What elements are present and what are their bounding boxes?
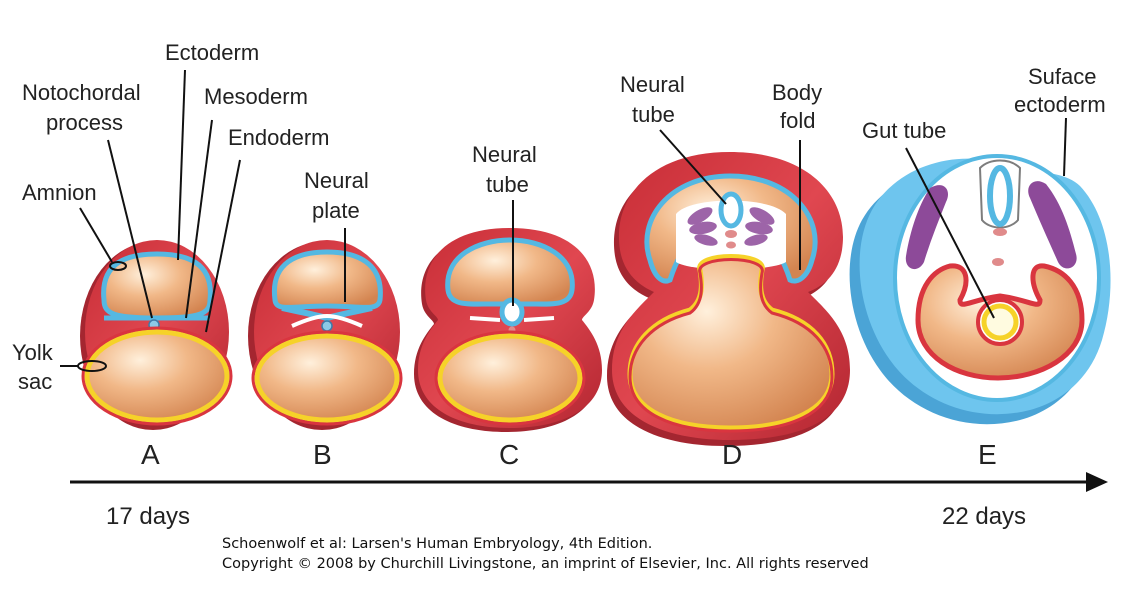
label-surface-ectoderm-line1: Suface	[1028, 64, 1097, 89]
label-yolk-line1: Yolk	[12, 340, 54, 365]
timeline-start-label: 17 days	[106, 503, 190, 530]
label-body-fold-line1: Body	[772, 80, 822, 105]
label-neural-tube-c-line1: Neural	[472, 142, 537, 167]
label-neural-tube-d-line1: Neural	[620, 72, 685, 97]
leader-lines	[60, 69, 1067, 372]
credit-line-1: Schoenwolf et al: Larsen's Human Embryol…	[222, 536, 652, 552]
stage-e-embryo	[849, 154, 1111, 425]
stage-letter-b: B	[313, 439, 332, 470]
label-yolk-line2: sac	[18, 369, 52, 394]
stage-a-embryo	[80, 240, 233, 430]
label-body-fold-line2: fold	[780, 108, 815, 133]
label-gut-tube: Gut tube	[862, 118, 946, 143]
timeline-arrowhead	[1086, 472, 1108, 492]
label-notochordal-line1: Notochordal	[22, 80, 141, 105]
label-ectoderm: Ectoderm	[165, 40, 259, 65]
label-surface-ectoderm-line2: ectoderm	[1014, 92, 1106, 117]
stage-c-embryo	[414, 228, 602, 432]
timeline-end-label: 22 days	[942, 503, 1026, 530]
label-neural-plate-line2: plate	[312, 198, 360, 223]
stage-letter-e: E	[978, 439, 997, 470]
timeline: 17 days 22 days	[70, 472, 1108, 530]
stage-letter-d: D	[722, 439, 742, 470]
label-neural-tube-c-line2: tube	[486, 172, 529, 197]
label-notochordal-line2: process	[46, 110, 123, 135]
label-neural-tube-d-line2: tube	[632, 102, 675, 127]
stage-b-embryo	[248, 240, 403, 430]
label-endoderm: Endoderm	[228, 125, 330, 150]
stage-letter-c: C	[499, 439, 519, 470]
stage-d-embryo	[607, 152, 850, 446]
credit: Schoenwolf et al: Larsen's Human Embryol…	[222, 536, 869, 572]
stage-letter-a: A	[141, 439, 160, 470]
label-amnion: Amnion	[22, 180, 97, 205]
structure-labels: Ectoderm Notochordal process Mesoderm En…	[12, 40, 1106, 394]
credit-line-2: Copyright © 2008 by Churchill Livingston…	[222, 556, 869, 572]
stage-letters: A B C D E	[141, 439, 997, 470]
label-neural-plate-line1: Neural	[304, 168, 369, 193]
label-mesoderm: Mesoderm	[204, 84, 308, 109]
